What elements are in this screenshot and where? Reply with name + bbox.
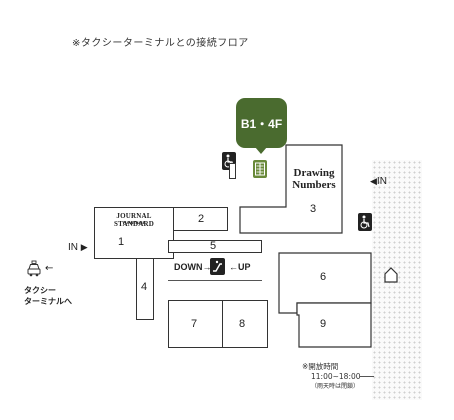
taxi-arrow: ← bbox=[45, 263, 54, 274]
shop-9-number: 9 bbox=[320, 318, 327, 330]
shop-8-number: 8 bbox=[239, 318, 246, 330]
entrance-right-label: IN bbox=[376, 176, 387, 187]
taxi-label-line1: タクシー bbox=[24, 286, 56, 295]
shop-3-outline bbox=[239, 144, 343, 234]
page-title: ※タクシーターミナルとの接続フロア bbox=[72, 38, 249, 49]
entrance-right-arrow-icon: ◀ bbox=[370, 176, 377, 186]
shop-2[interactable] bbox=[173, 207, 228, 231]
floor-marker-pointer bbox=[255, 147, 267, 154]
shop-1-number: 1 bbox=[118, 236, 125, 248]
entrance-left[interactable]: IN ▶ bbox=[68, 242, 88, 253]
opening-hours: ※開放時間 11:00~18:00 （雨天時は閉鎖） bbox=[302, 362, 361, 392]
opening-hours-title: ※開放時間 bbox=[302, 362, 339, 371]
taxi-label-line2: ターミナルへ bbox=[24, 297, 72, 306]
escalator-icon[interactable] bbox=[210, 258, 225, 275]
shop-2-number: 2 bbox=[198, 213, 205, 225]
shop-9-outline bbox=[296, 302, 372, 348]
taxi-icon bbox=[27, 260, 41, 277]
taxi-terminal-link[interactable]: タクシー ターミナルへ bbox=[24, 285, 72, 307]
elevator-icon[interactable] bbox=[253, 160, 267, 178]
escalator-up-label: ←UP bbox=[229, 262, 251, 272]
shop-4-number: 4 bbox=[141, 281, 148, 293]
entrance-left-label: IN bbox=[68, 242, 78, 253]
shop-7-number: 7 bbox=[191, 318, 198, 330]
elevator-shaft bbox=[229, 163, 236, 179]
entrance-right[interactable]: ◀IN bbox=[370, 176, 387, 187]
shop-1[interactable] bbox=[94, 207, 174, 259]
shop-7[interactable] bbox=[168, 300, 223, 348]
divider-line bbox=[168, 280, 262, 281]
shop-3-brand-line1: Drawing bbox=[293, 167, 335, 179]
shop-6-number: 6 bbox=[320, 271, 327, 283]
shop-1-brand: JOURNAL STANDARD bbox=[114, 212, 154, 228]
opening-hours-time: 11:00~18:00 bbox=[311, 372, 361, 381]
shop-3-brand[interactable]: Drawing Numbers bbox=[291, 167, 337, 191]
shop-1-brand-sub: FURNITURE bbox=[122, 221, 146, 225]
shop-8[interactable] bbox=[222, 300, 268, 348]
floor-marker: B1・4F bbox=[236, 98, 287, 148]
hours-leader-line bbox=[360, 376, 374, 377]
shop-4[interactable] bbox=[136, 258, 154, 320]
accessible-restroom-icon[interactable] bbox=[358, 213, 372, 231]
opening-hours-note: （雨天時は閉鎖） bbox=[311, 383, 360, 390]
entrance-left-arrow-icon: ▶ bbox=[80, 242, 88, 252]
shop-3-brand-line2: Numbers bbox=[292, 179, 336, 191]
house-entrance-icon bbox=[384, 267, 398, 283]
shop-5-number: 5 bbox=[210, 240, 217, 252]
escalator-down-label: DOWN→ bbox=[174, 262, 212, 272]
shop-3-number: 3 bbox=[310, 203, 317, 215]
shop-5[interactable] bbox=[168, 240, 262, 253]
